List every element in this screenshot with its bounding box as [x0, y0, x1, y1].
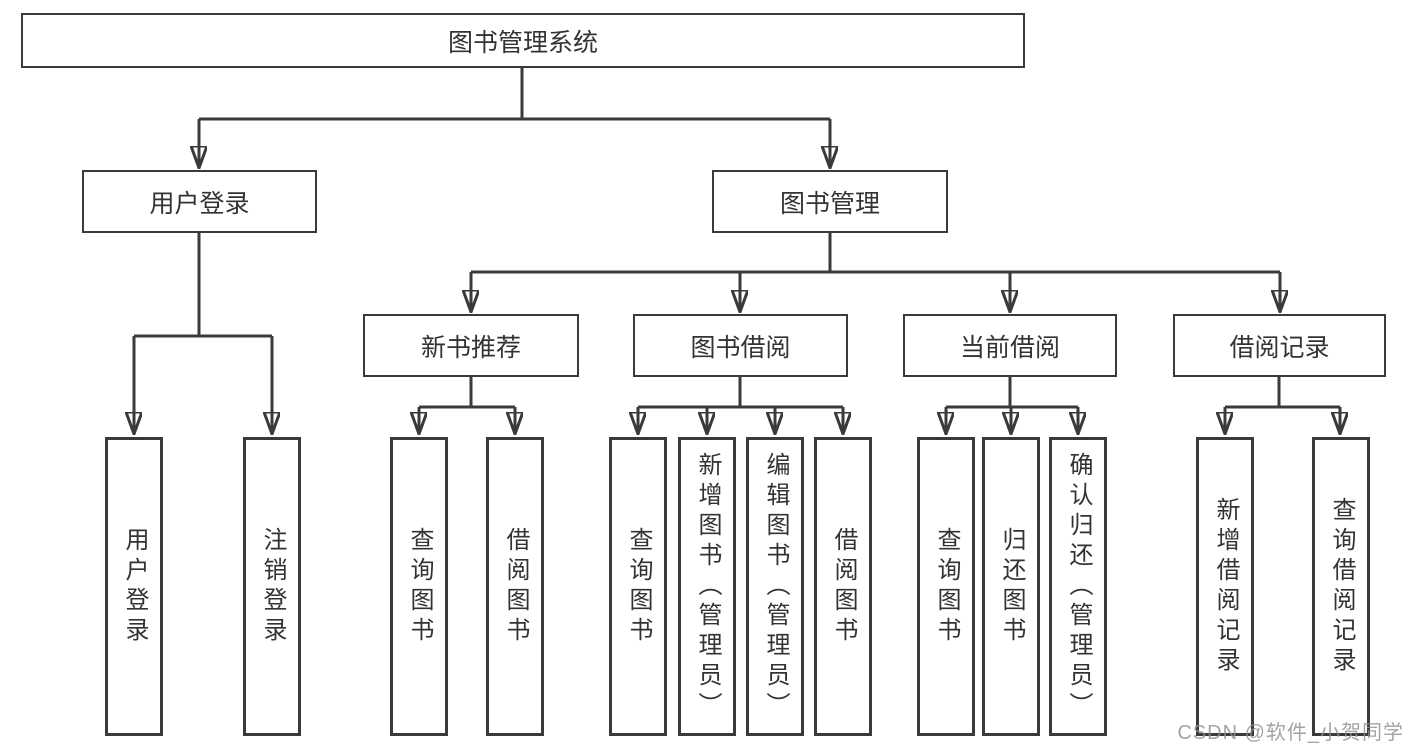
- leaf-label: 确认归还（管理员）: [1065, 451, 1092, 722]
- node-module-user-login: 用户登录: [82, 170, 317, 233]
- leaf-label: 新增借阅记录: [1212, 496, 1239, 677]
- leaf-label: 归还图书: [998, 526, 1025, 647]
- leaf-label: 查询图书: [933, 526, 960, 647]
- node-sub-borrow-records: 借阅记录: [1173, 314, 1386, 377]
- leaf-cur-confirm-return-admin: 确认归还（管理员）: [1049, 437, 1107, 736]
- node-sub-new-book-recommend: 新书推荐: [363, 314, 579, 377]
- leaf-label: 注销登录: [259, 526, 286, 647]
- leaf-label: 新增图书（管理员）: [694, 451, 721, 722]
- leaf-label: 编辑图书（管理员）: [762, 451, 789, 722]
- leaf-label: 查询借阅记录: [1328, 496, 1355, 677]
- leaf-bor-borrow-books: 借阅图书: [814, 437, 872, 736]
- leaf-rcd-query-borrow-record: 查询借阅记录: [1312, 437, 1370, 736]
- node-module-book-management: 图书管理: [712, 170, 948, 233]
- node-sub-current-borrow: 当前借阅: [903, 314, 1117, 377]
- leaf-bor-add-books-admin: 新增图书（管理员）: [678, 437, 736, 736]
- leaf-bor-edit-books-admin: 编辑图书（管理员）: [746, 437, 804, 736]
- leaf-label: 用户登录: [121, 526, 148, 647]
- leaf-cur-query-books: 查询图书: [917, 437, 975, 736]
- leaf-label: 查询图书: [406, 526, 433, 647]
- leaf-label: 借阅图书: [830, 526, 857, 647]
- leaf-user-login: 用户登录: [105, 437, 163, 736]
- leaf-rcd-add-borrow-record: 新增借阅记录: [1196, 437, 1254, 736]
- leaf-bor-query-books: 查询图书: [609, 437, 667, 736]
- leaf-logout: 注销登录: [243, 437, 301, 736]
- leaf-rec-borrow-books: 借阅图书: [486, 437, 544, 736]
- leaf-label: 借阅图书: [502, 526, 529, 647]
- node-root: 图书管理系统: [21, 13, 1025, 68]
- leaf-rec-query-books: 查询图书: [390, 437, 448, 736]
- node-sub-book-borrow: 图书借阅: [633, 314, 848, 377]
- leaf-label: 查询图书: [625, 526, 652, 647]
- watermark: CSDN @软件_小贺同学: [1177, 722, 1404, 744]
- leaf-cur-return-books: 归还图书: [982, 437, 1040, 736]
